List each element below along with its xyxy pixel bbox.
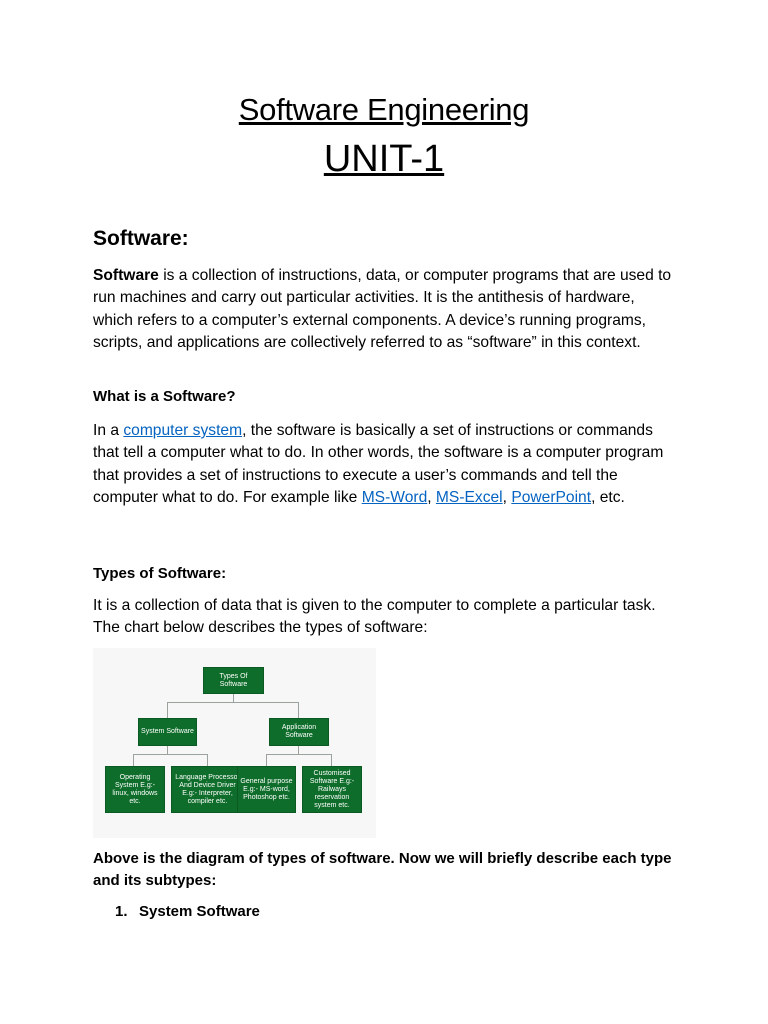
connector-system-down — [167, 746, 168, 754]
ms-word-link[interactable]: MS-Word — [361, 489, 428, 507]
what-is-software-heading: What is a Software? — [93, 388, 236, 405]
diagram-application-software-box: Application Software — [269, 718, 329, 746]
software-definition-text: is a collection of instructions, data, o… — [93, 267, 672, 352]
connector-application-down — [298, 746, 299, 754]
diagram-language-processor-box: Language Processor And Device Driver E.g… — [171, 766, 244, 813]
section-heading-software: Software: — [93, 227, 189, 250]
connector-to-leaf2 — [207, 754, 208, 766]
para2-text-2: , the software is basically a set of ins… — [93, 422, 664, 507]
diagram-customised-software-box: Customised Software E.g:- Railways reser… — [302, 766, 362, 813]
connector-root-down — [233, 694, 234, 702]
para2-text-1: In a — [93, 422, 124, 439]
diagram-system-software-box: System Software — [138, 718, 197, 746]
ms-excel-link[interactable]: MS-Excel — [435, 489, 503, 507]
connector-to-leaf1 — [133, 754, 134, 766]
diagram-operating-system-box: Operating System E.g:- linux, windows et… — [105, 766, 165, 813]
connector-mid-horizontal — [167, 702, 299, 703]
software-bold-lead: Software — [93, 267, 159, 284]
connector-to-leaf4 — [331, 754, 332, 766]
list-item: 1. System Software — [115, 903, 260, 920]
connector-to-system — [167, 702, 168, 718]
connector-system-horizontal — [133, 754, 208, 755]
diagram-root-box: Types Of Software — [203, 667, 264, 694]
unit-title: UNIT-1 — [323, 138, 445, 180]
para2-text-3: , — [427, 489, 436, 507]
types-of-software-heading: Types of Software: — [93, 565, 227, 582]
powerpoint-link[interactable]: PowerPoint — [511, 489, 592, 507]
para2-text-4: , — [502, 489, 512, 507]
diagram-description-text: Above is the diagram of types of softwar… — [93, 850, 672, 890]
types-of-software-diagram: Types Of Software System Software Applic… — [93, 648, 376, 838]
document-title: Software Engineering — [238, 92, 530, 127]
connector-application-horizontal — [266, 754, 332, 755]
connector-to-application — [298, 702, 299, 718]
list-item-system-software: System Software — [139, 903, 260, 920]
para2-text-5: , etc. — [591, 489, 625, 507]
software-definition-paragraph: Software is a collection of instructions… — [93, 265, 673, 355]
connector-to-leaf3 — [266, 754, 267, 766]
what-is-software-paragraph: In a computer system, the software is ba… — [93, 420, 673, 510]
diagram-general-purpose-box: General purpose E.g:- MS-word, Photoshop… — [237, 766, 296, 813]
computer-system-link[interactable]: computer system — [123, 422, 243, 439]
list-item-number: 1. — [115, 903, 128, 920]
types-intro-paragraph: It is a collection of data that is given… — [93, 597, 656, 637]
